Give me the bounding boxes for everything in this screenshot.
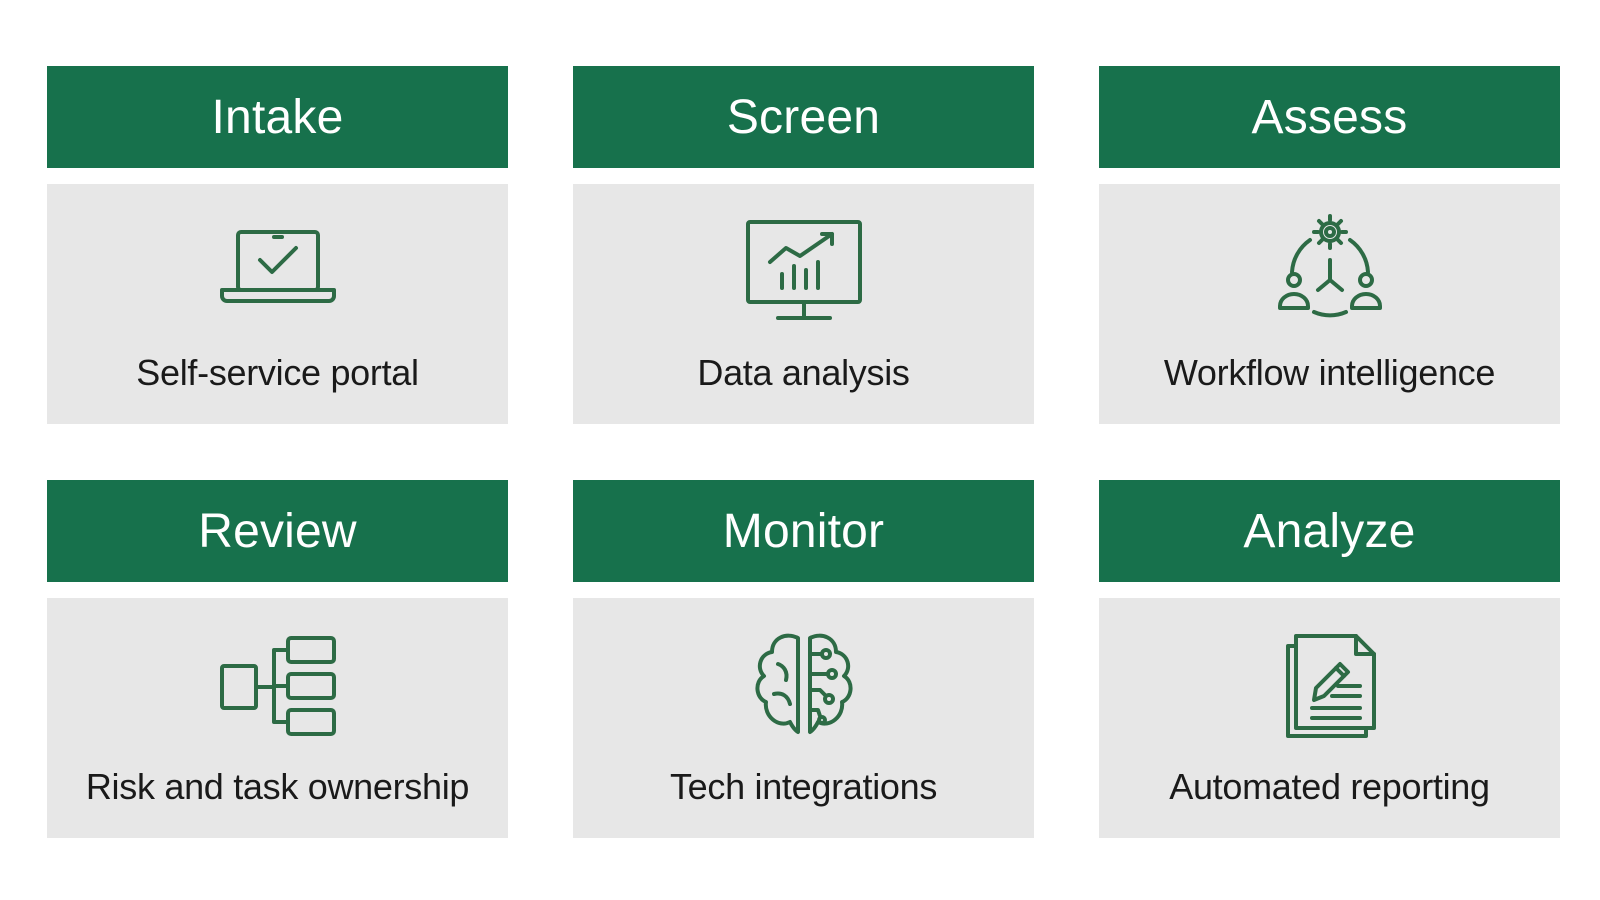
card-screen: Screen Data analysis: [573, 66, 1034, 424]
card-body: Workflow intelligence: [1099, 184, 1560, 424]
card-body: Self-service portal: [47, 184, 508, 424]
card-title: Analyze: [1099, 480, 1560, 582]
card-assess: Assess: [1099, 66, 1560, 424]
card-intake: Intake Self-service portal: [47, 66, 508, 424]
document-pencil-icon: [1260, 624, 1400, 744]
card-label: Self-service portal: [136, 352, 419, 393]
card-label: Tech integrations: [669, 766, 938, 807]
card-label: Automated reporting: [1169, 766, 1490, 807]
gear-people-workflow-icon: [1260, 210, 1400, 330]
laptop-check-icon: [208, 210, 348, 330]
card-body: Data analysis: [573, 184, 1034, 424]
card-title: Assess: [1099, 66, 1560, 168]
card-review: Review Risk and task ownership: [47, 480, 508, 838]
card-body: Risk and task ownership: [47, 598, 508, 838]
hierarchy-flow-icon: [208, 624, 348, 744]
card-title: Review: [47, 480, 508, 582]
card-title: Monitor: [573, 480, 1034, 582]
card-label: Workflow intelligence: [1163, 352, 1496, 393]
card-analyze: Analyze Automated reporting: [1099, 480, 1560, 838]
card-label: Risk and task ownership: [85, 766, 470, 807]
card-monitor: Monitor Tech integrations: [573, 480, 1034, 838]
card-body: Tech integrations: [573, 598, 1034, 838]
card-body: Automated reporting: [1099, 598, 1560, 838]
brain-circuit-icon: [734, 624, 874, 744]
card-label: Data analysis: [697, 352, 910, 393]
card-title: Intake: [47, 66, 508, 168]
monitor-chart-icon: [734, 210, 874, 330]
card-title: Screen: [573, 66, 1034, 168]
